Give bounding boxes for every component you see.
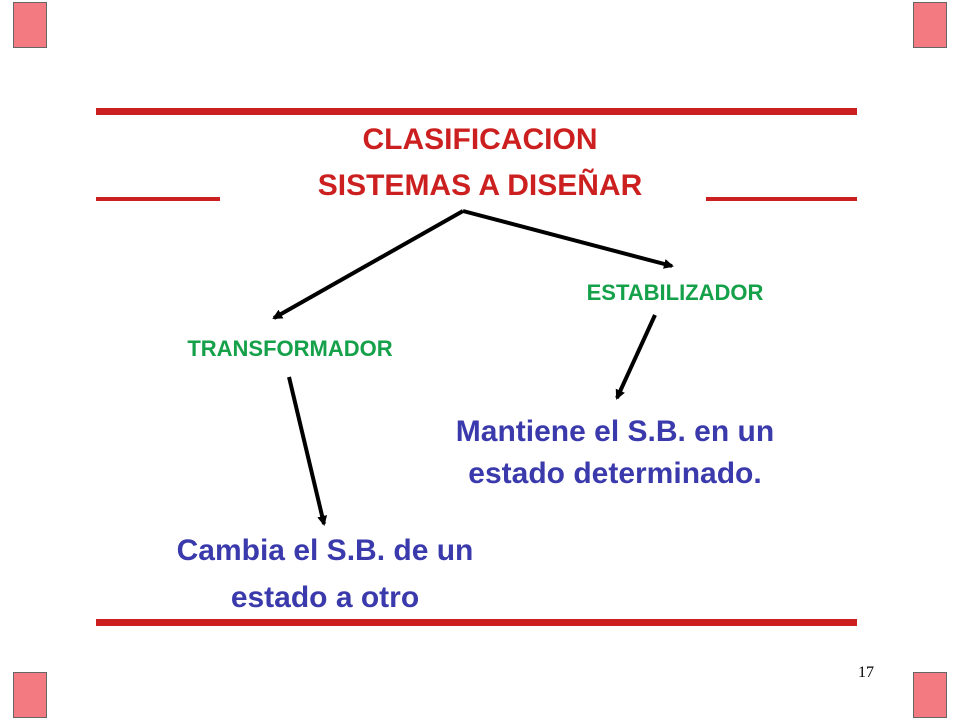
- transformador-description-line-1: Cambia el S.B. de un: [176, 534, 474, 567]
- estabilizador-description-line-2: estado determinado.: [468, 457, 762, 490]
- corner-square-bottom-right: [913, 672, 947, 718]
- transformador-description-line-2: estado a otro: [230, 581, 420, 614]
- corner-square-bottom-left: [13, 672, 47, 718]
- node-transformador: TRANSFORMADOR: [187, 336, 393, 361]
- node-estabilizador: ESTABILIZADOR: [586, 280, 764, 305]
- title-rule-left: [96, 197, 220, 201]
- title-line-1: CLASIFICACION: [362, 123, 598, 156]
- top-rule: [96, 108, 857, 115]
- arrow-to-transformador: [272, 209, 464, 320]
- page-number: 17: [858, 664, 874, 681]
- corner-square-top-left: [13, 2, 47, 48]
- estabilizador-description-line-1: Mantiene el S.B. en un: [455, 415, 775, 448]
- corner-square-top-right: [913, 2, 947, 48]
- arrow-to-estabilizador: [462, 209, 674, 269]
- title-rule-right: [706, 197, 857, 201]
- title-line-2: SISTEMAS A DISEÑAR: [317, 169, 643, 202]
- arrow-transformador-to-description: [287, 376, 328, 526]
- bottom-rule: [96, 619, 857, 626]
- arrow-estabilizador-to-description: [615, 314, 657, 400]
